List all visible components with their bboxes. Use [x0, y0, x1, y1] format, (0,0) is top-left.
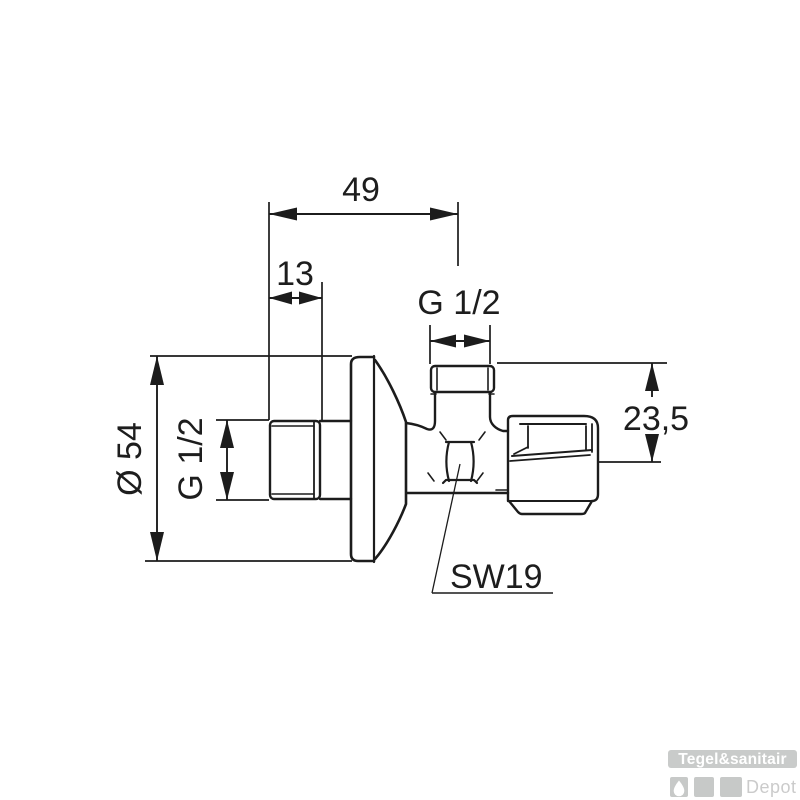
wall-flange — [349, 354, 408, 564]
dimension-inlet-thread: G 1/2 — [172, 417, 269, 501]
dim-label-dia54: Ø 54 — [111, 422, 149, 496]
watermark-suffix-text: Depot — [746, 777, 797, 797]
dim-label-sw19: SW19 — [450, 558, 543, 596]
dimension-outlet-offset: 23,5 — [497, 362, 689, 463]
callout-wrench-size: SW19 — [431, 463, 553, 596]
watermark-logo: Tegel&sanitair Depot — [668, 750, 797, 797]
watermark-square-2 — [694, 777, 714, 797]
dimension-width-total: 49 — [268, 171, 459, 420]
dimension-thread-length: 13 — [269, 255, 323, 421]
watermark-square-3 — [720, 777, 742, 797]
dim-label-49: 49 — [342, 171, 380, 209]
top-outlet-port — [429, 364, 496, 395]
inlet-port — [268, 419, 353, 501]
watermark-bar — [668, 750, 797, 768]
valve-outline — [268, 354, 600, 564]
watermark-brand-text: Tegel&sanitair — [678, 751, 786, 768]
service-nut — [441, 440, 479, 485]
dim-label-g12-left: G 1/2 — [172, 417, 210, 500]
dimension-flange-diameter: Ø 54 — [111, 355, 352, 562]
outlet-nut — [506, 414, 600, 516]
dim-label-235: 23,5 — [623, 400, 689, 438]
valve-body — [404, 391, 510, 495]
dimension-top-thread: G 1/2 — [417, 284, 501, 364]
dim-label-13: 13 — [276, 255, 314, 293]
dim-label-g12-top: G 1/2 — [417, 284, 500, 322]
water-drop-icon — [673, 780, 685, 797]
